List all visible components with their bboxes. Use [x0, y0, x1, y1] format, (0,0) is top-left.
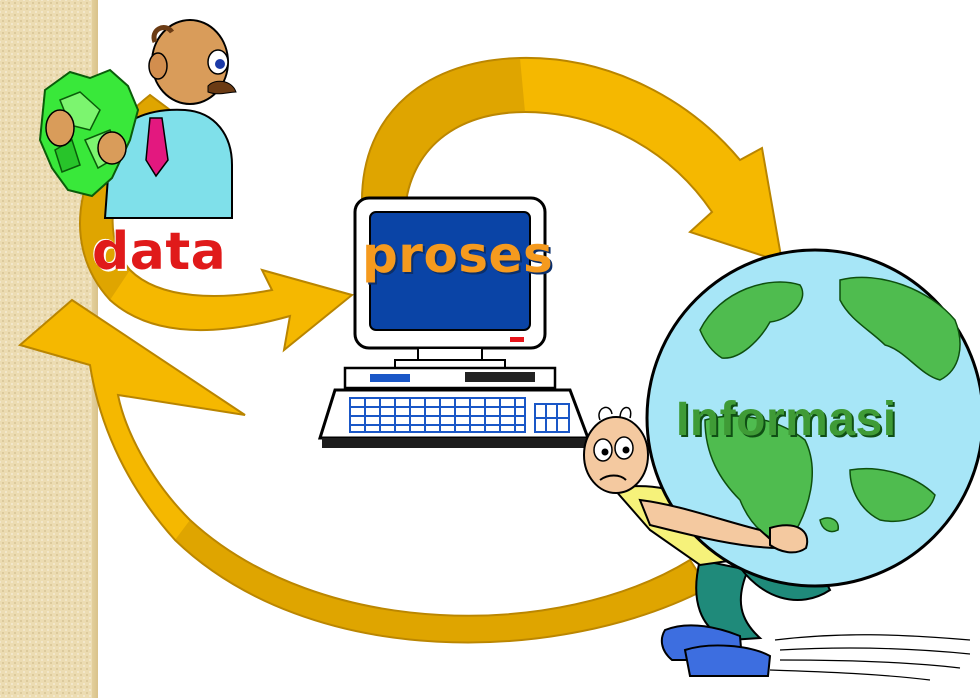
- arrow-data-to-proses: [79, 93, 355, 353]
- computer-illustration: [317, 196, 591, 448]
- label-data: data: [92, 222, 227, 282]
- man-holding-money-illustration: [38, 19, 237, 219]
- arrow-informasi-to-data: [17, 298, 710, 644]
- label-proses: proses: [362, 226, 554, 284]
- label-informasi: Informasi: [676, 393, 897, 446]
- person-carrying-globe-illustration: [583, 248, 980, 681]
- arrow-proses-to-informasi: [360, 56, 784, 264]
